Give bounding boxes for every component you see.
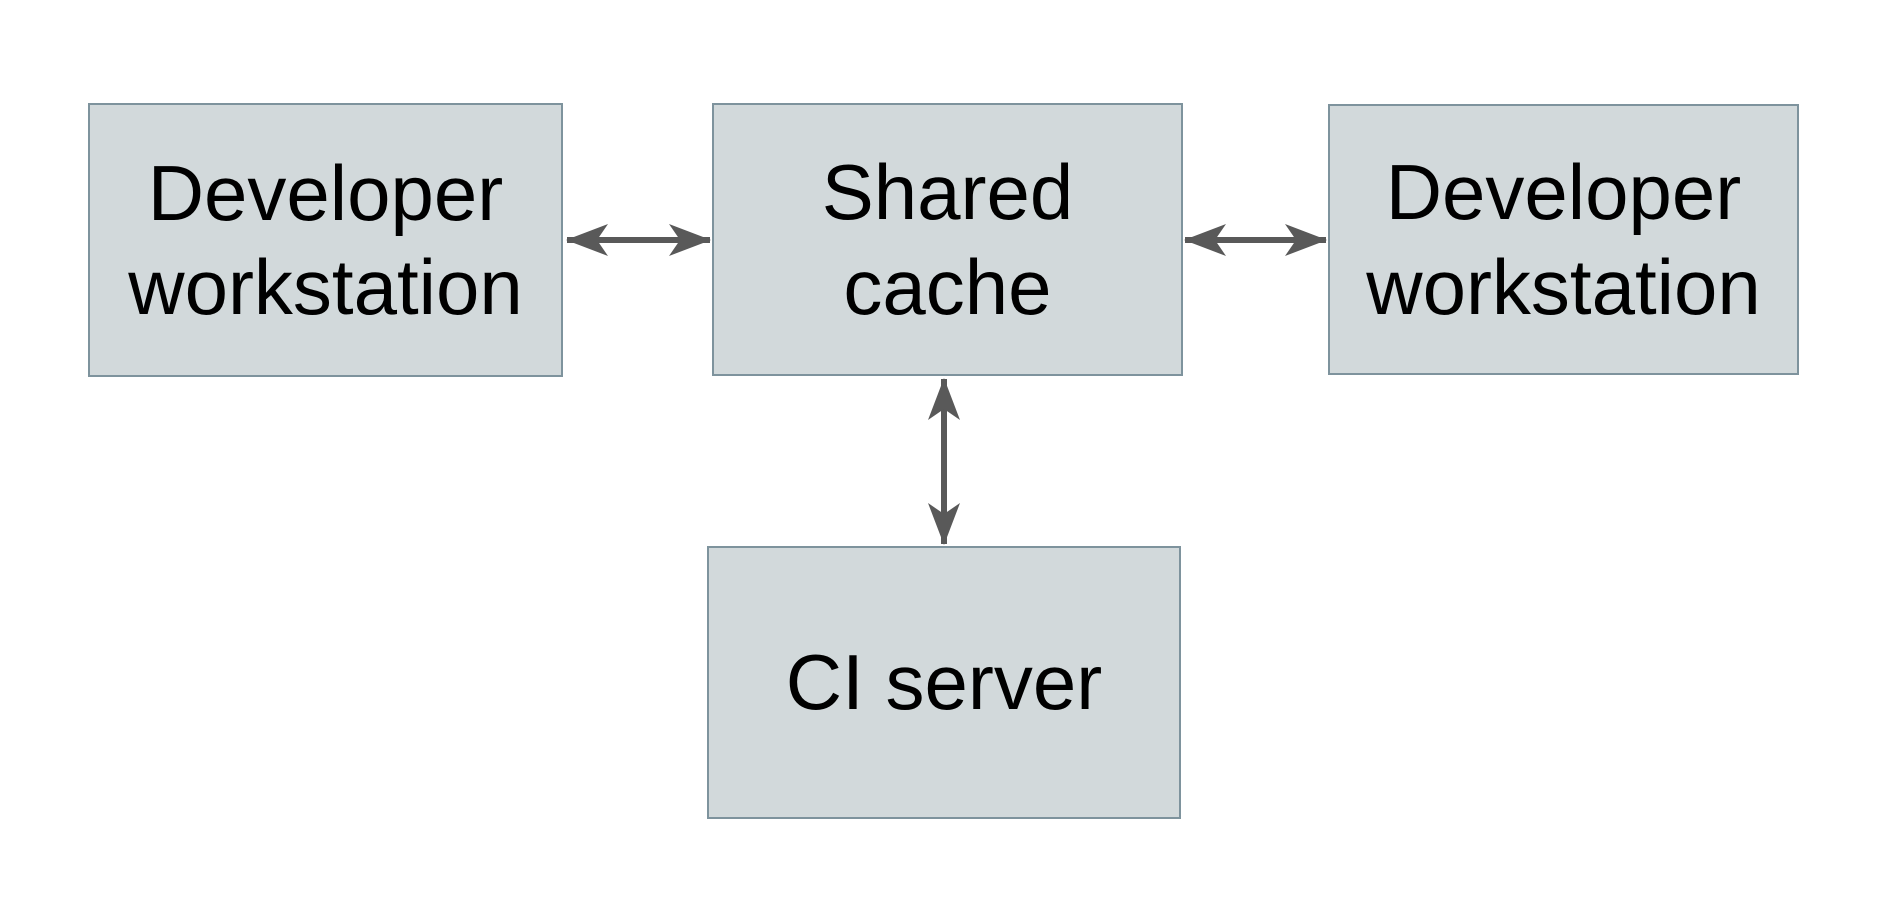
node-developer-workstation-right: Developer workstation: [1328, 104, 1799, 375]
node-shared-cache: Shared cache: [712, 103, 1183, 376]
node-developer-workstation-right-label: Developer workstation: [1366, 148, 1761, 331]
node-ci-server-label: CI server: [785, 638, 1103, 727]
node-shared-cache-label: Shared cache: [821, 148, 1074, 331]
node-developer-workstation-left: Developer workstation: [88, 103, 563, 377]
node-ci-server: CI server: [707, 546, 1181, 819]
node-developer-workstation-left-label: Developer workstation: [128, 148, 523, 331]
